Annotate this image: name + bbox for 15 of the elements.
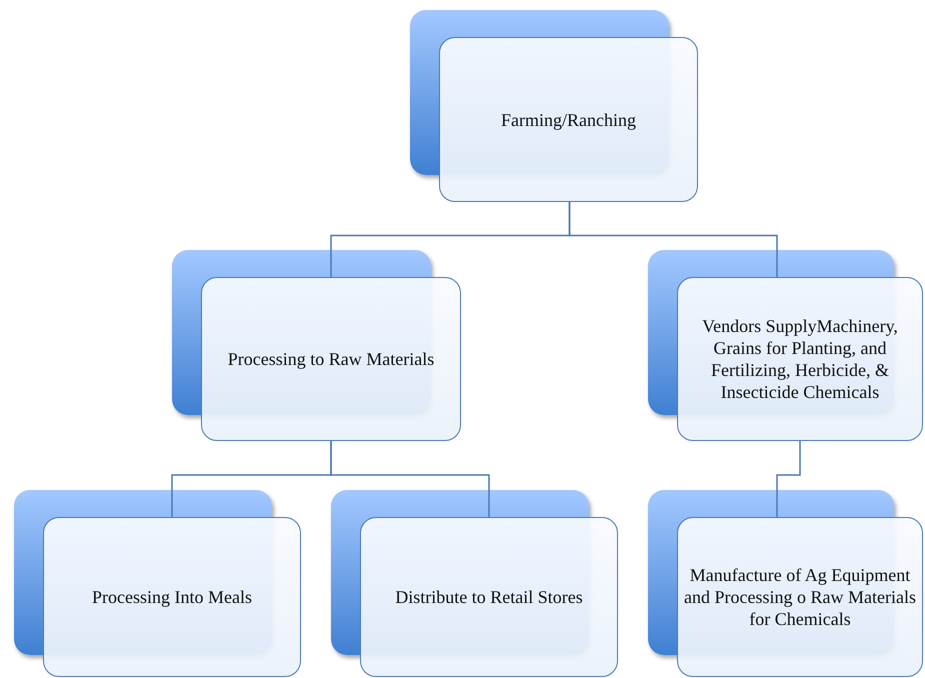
box-label: Distribute to Retail Stores: [395, 586, 583, 608]
process-box: [43, 517, 301, 677]
box-label: Manufacture of Ag Equipment and Processing o Raw Materials for Chemicals: [683, 564, 917, 630]
connector-line: [330, 441, 490, 517]
box-label: Vendors SupplyMachinery, Grains for Planting, and Fertilizing, Herbicide, & Insecticide Chemicals: [701, 315, 899, 403]
box-label: Processing to Raw Materials: [228, 348, 434, 370]
process-box: [201, 277, 461, 441]
process-box: [360, 517, 618, 677]
process-box: [677, 517, 923, 677]
connector-line: [776, 441, 801, 517]
process-box: [439, 37, 698, 202]
process-box: [677, 277, 923, 441]
connector-line: [568, 202, 778, 277]
box-label: Processing Into Meals: [92, 586, 252, 608]
box-label: Farming/Ranching: [501, 108, 636, 130]
